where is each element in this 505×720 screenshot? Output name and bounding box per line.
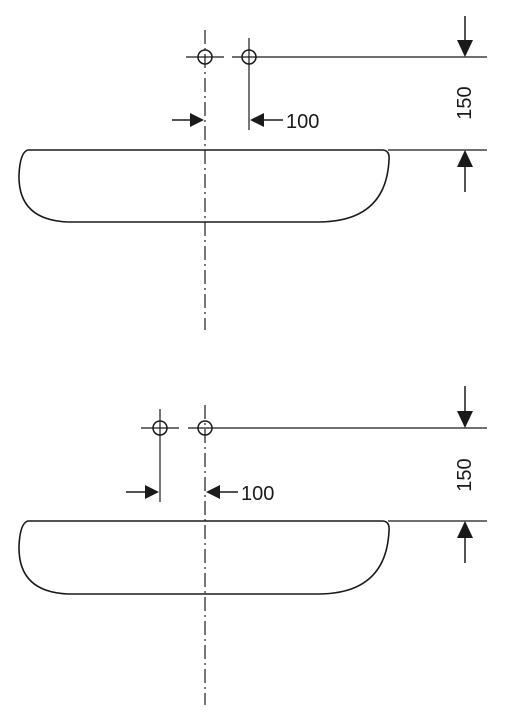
lower-vertical-dimension-label: 150 <box>454 458 476 491</box>
upper-shelf-outline <box>18 149 390 223</box>
upper-vertical-dimension-label: 150 <box>454 86 476 119</box>
lower-dim-arrowhead-right <box>206 485 220 499</box>
lower-vdim-arrowhead-bottom <box>457 521 473 538</box>
upper-dim-arrowhead-left <box>190 113 204 127</box>
upper-vdim-arrowhead-top <box>457 40 473 57</box>
lower-view <box>18 386 487 705</box>
upper-view <box>18 16 487 330</box>
upper-vdim-arrowhead-bottom <box>457 150 473 167</box>
lower-dim-arrowhead-left <box>145 485 159 499</box>
lower-vdim-arrowhead-top <box>457 411 473 428</box>
upper-dim-arrowhead-right <box>250 113 264 127</box>
lower-shelf-outline <box>18 520 390 595</box>
lower-horizontal-dimension-label: 100 <box>241 483 274 505</box>
upper-horizontal-dimension-label: 100 <box>286 111 319 133</box>
